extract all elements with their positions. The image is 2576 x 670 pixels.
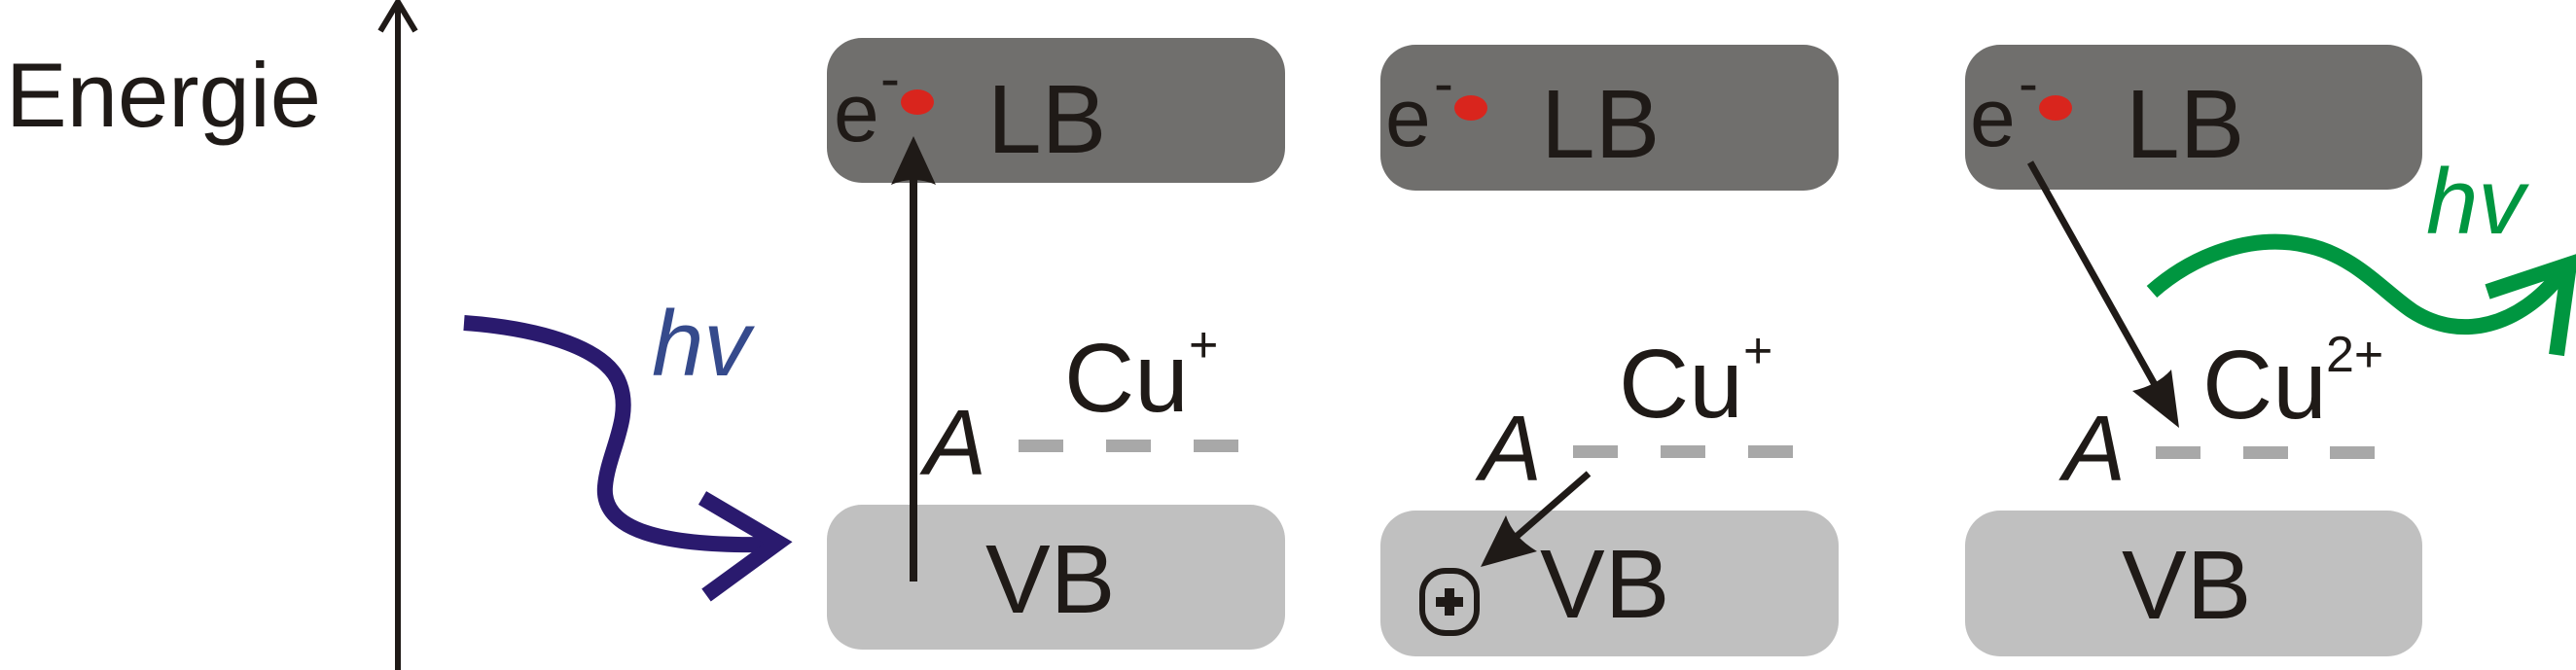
valence-band [827,505,1285,650]
panel-recombination: e - LB VB A Cu 2+ hv [1965,45,2576,656]
conduction-band [1965,45,2422,190]
trap-level-dashes [1573,445,1793,458]
hole-capture-arrow-icon [1481,471,1592,567]
conduction-band-label: LB [1541,70,1660,179]
recombination-arrow-icon [2026,160,2179,428]
electron-label: e [1970,72,2016,163]
electron-charge: - [1434,51,1453,116]
acceptor-label: A [1475,397,1542,501]
trap-level-dashes [1019,440,1238,452]
conduction-band [827,38,1285,183]
ion-label: Cu [1064,324,1189,433]
electron-dot-icon [2039,95,2072,121]
axis-arrowhead-icon [377,0,418,33]
acceptor-label: A [2058,397,2126,501]
electron-dot-icon [901,89,934,115]
energy-axis-label: Energie [6,44,321,146]
acceptor-label: A [919,391,986,495]
electron-dot-icon [1454,95,1487,121]
absorption-photon-label: hv [652,292,755,396]
conduction-band-label: LB [987,65,1106,174]
ion-charge: + [1189,317,1218,373]
ion-label: Cu [1619,330,1743,439]
ion-charge: 2+ [2326,327,2383,383]
panel-hole-capture: e - LB VB A Cu + [1380,45,1839,656]
trap-level-dashes [2156,446,2375,459]
electron-label: e [834,67,879,159]
excitation-arrow-icon [891,136,936,582]
emission-photon-label: hv [2426,150,2529,254]
valence-band-label: VB [1540,530,1669,639]
energy-axis [377,0,418,670]
valence-band-label: VB [2122,531,2251,640]
electron-charge: - [880,46,900,111]
valence-band-label: VB [985,525,1115,634]
electron-charge: - [2019,51,2038,116]
ion-label: Cu [2202,331,2327,440]
ion-charge: + [1743,323,1772,379]
panel-excitation: e - LB VB A Cu + [827,38,1285,650]
absorption-photon-arrow-icon [463,315,793,602]
electron-label: e [1385,72,1431,163]
hole-icon [1419,568,1480,636]
valence-band [1965,511,2422,656]
emission-photon-arrow-icon [2146,233,2576,357]
conduction-band [1380,45,1839,191]
conduction-band-label: LB [2126,70,2244,179]
